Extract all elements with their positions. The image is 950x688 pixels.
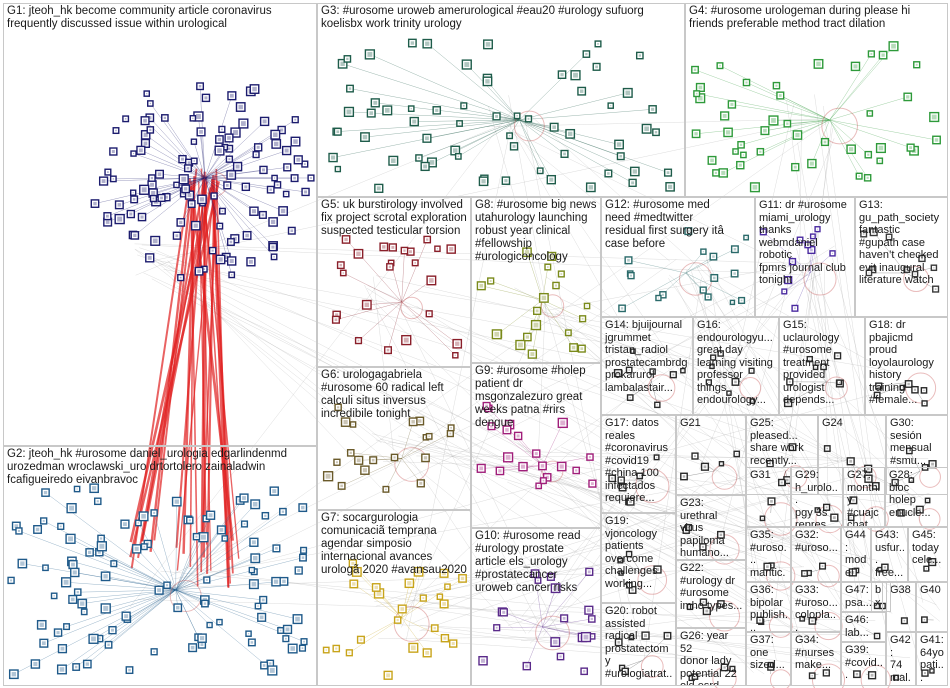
group-label-g11: G11: dr #urosome miami_urology thanks we… [759, 199, 852, 287]
group-box-g15: G15: uclaurology #urosome treatment prov… [779, 317, 865, 415]
group-box-g20: G20: robot assisted radical prostatectom… [601, 603, 676, 686]
group-label-g31: G31 [750, 469, 788, 482]
group-label-g30: G30: sesión mensual #smu... [890, 417, 945, 467]
group-box-g32: G32: #uroso... [791, 527, 841, 582]
group-label-g39: G39: #covid... [845, 644, 883, 682]
group-label-g4: G4: #urosome urologeman during please hi… [689, 5, 945, 31]
group-label-g8: G8: #urosome big news utahurology launch… [475, 199, 598, 264]
group-box-g18: G18: dr pbajicmd proud loyolaurology his… [865, 317, 948, 415]
group-label-g36: G36: bipolar publish... [750, 584, 788, 632]
group-box-g36: G36: bipolar publish... [746, 582, 791, 632]
group-box-g14: G14: bjuijournal jgrummet tristan_radiol… [601, 317, 693, 415]
group-box-g41: G41: 64yo pati... [916, 632, 948, 686]
group-box-g31: G31 [746, 467, 791, 527]
group-label-g46: G46: lab... [845, 614, 883, 639]
group-label-g29: G29: h_urolo... pgy 3s repres... [795, 469, 840, 527]
group-box-g19: G19: vjoncology patients overcome challe… [601, 513, 676, 603]
group-box-g46: G46: lab... [841, 612, 886, 642]
group-label-g14: G14: bjuijournal jgrummet tristan_radiol… [605, 319, 690, 394]
group-label-g22: G22: #urology dr #urosome imho types... [680, 562, 743, 612]
group-label-g2: G2: jteoh_hk #urosome daniel_urologia ed… [7, 448, 314, 487]
group-box-g7: G7: socargurologia comunicaciã temprana … [317, 510, 471, 686]
group-label-g16: G16: endourologyu... great day learning … [697, 319, 776, 407]
group-box-g27: G27: monthly #cuajc chat... [843, 467, 885, 527]
group-label-g38: G38 [890, 584, 913, 597]
group-box-g43: G43: usfur... free... [871, 527, 908, 582]
group-label-g40: G40 [920, 584, 945, 597]
group-label-g19: G19: vjoncology patients overcome challe… [605, 515, 673, 590]
group-box-g45: G45: today cele... [908, 527, 948, 582]
group-box-g47: G47: psa... [841, 582, 891, 612]
group-box-g11: G11: dr #urosome miami_urology thanks we… [755, 197, 855, 317]
group-label-g25: G25: pleased... share work recently... [750, 417, 815, 467]
group-label-g18: G18: dr pbajicmd proud loyolaurology his… [869, 319, 945, 407]
group-label-g42: G42: 74 mal... [890, 634, 913, 686]
group-label-g21: G21 [680, 417, 743, 430]
group-box-g5: G5: uk burstirology involved fix project… [317, 197, 471, 367]
group-box-g44: G44: model easy... [841, 527, 871, 582]
group-box-g9: G9: #urosome #holep patient dr msgonzale… [471, 363, 601, 528]
group-label-g35: G35: #uroso... mantic... [750, 529, 788, 582]
group-box-g34: G34: #nurses make... [791, 632, 841, 686]
group-label-g5: G5: uk burstirology involved fix project… [321, 199, 468, 238]
group-box-g22: G22: #urology dr #urosome imho types... [676, 560, 746, 628]
group-label-g9: G9: #urosome #holep patient dr msgonzale… [475, 365, 598, 430]
group-box-g29: G29: h_urolo... pgy 3s repres... [791, 467, 843, 527]
group-box-g4: G4: #urosome urologeman during please hi… [685, 3, 948, 197]
group-box-g12: G12: #urosome med need #medtwitter resid… [601, 197, 755, 317]
group-box-g6: G6: urologagabriela #urosome 60 radical … [317, 367, 471, 510]
group-label-g17: G17: datos reales #coronavirus #covid19 … [605, 417, 673, 505]
group-box-g13: G13: gu_path_society fantastic #gupath c… [855, 197, 948, 317]
group-label-g27: G27: monthly #cuajc chat... [847, 469, 882, 527]
group-label-g15: G15: uclaurology #urosome treatment prov… [783, 319, 862, 407]
group-label-g7: G7: socargurologia comunicaciã temprana … [321, 512, 468, 577]
group-label-g3: G3: #urosome uroweb amerurological #eau2… [321, 5, 682, 31]
group-box-g26: G26: year 52 donor lady potential 22 old… [676, 628, 746, 686]
group-label-g24: G24 [822, 417, 883, 430]
group-label-g10: G10: #urosome read #urology prostate art… [475, 530, 598, 595]
group-box-g35: G35: #uroso... mantic... [746, 527, 791, 582]
group-label-g34: G34: #nurses make... [795, 634, 838, 672]
group-box-g1: G1: jteoh_hk become community article co… [3, 3, 317, 446]
group-label-g26: G26: year 52 donor lady potential 22 old… [680, 630, 743, 686]
group-box-g40: G40 [916, 582, 948, 632]
group-box-g8: G8: #urosome big news utahurology launch… [471, 197, 601, 363]
group-label-g43: G43: usfur... free... [875, 529, 905, 579]
group-label-g6: G6: urologagabriela #urosome 60 radical … [321, 369, 468, 421]
group-label-g20: G20: robot assisted radical prostatectom… [605, 605, 673, 686]
group-box-g37: G37: one sized... [746, 632, 791, 686]
group-label-g48: bx [875, 584, 880, 609]
group-label-g13: G13: gu_path_society fantastic #gupath c… [859, 199, 945, 287]
group-label-g45: G45: today cele... [912, 529, 945, 567]
group-box-g23: G23: urethral virus papiloma humano... [676, 495, 746, 560]
group-box-g17: G17: datos reales #coronavirus #covid19 … [601, 415, 676, 513]
group-box-g3: G3: #urosome uroweb amerurological #eau2… [317, 3, 685, 197]
group-box-g10: G10: #urosome read #urology prostate art… [471, 528, 601, 686]
group-box-g2: G2: jteoh_hk #urosome daniel_urologia ed… [3, 446, 317, 686]
group-label-g1: G1: jteoh_hk become community article co… [7, 5, 314, 31]
group-box-g39: G39: #covid... [841, 642, 886, 686]
group-label-g41: G41: 64yo pati... [920, 634, 945, 684]
group-label-g23: G23: urethral virus papiloma humano... [680, 497, 743, 560]
group-box-g48: bx [871, 582, 883, 612]
group-box-g30: G30: sesión mensual #smu... [886, 415, 948, 495]
group-label-g44: G44: model easy... [845, 529, 868, 582]
group-box-g33: G33: #uroso... colopla... [791, 582, 841, 632]
group-label-g37: G37: one sized... [750, 634, 788, 672]
group-label-g32: G32: #uroso... [795, 529, 838, 554]
group-label-g33: G33: #uroso... colopla... [795, 584, 838, 632]
group-box-g21: G21 [676, 415, 746, 495]
group-box-g16: G16: endourologyu... great day learning … [693, 317, 779, 415]
group-label-g12: G12: #urosome med need #medtwitter resid… [605, 199, 752, 251]
group-box-g42: G42: 74 mal... [886, 632, 916, 686]
